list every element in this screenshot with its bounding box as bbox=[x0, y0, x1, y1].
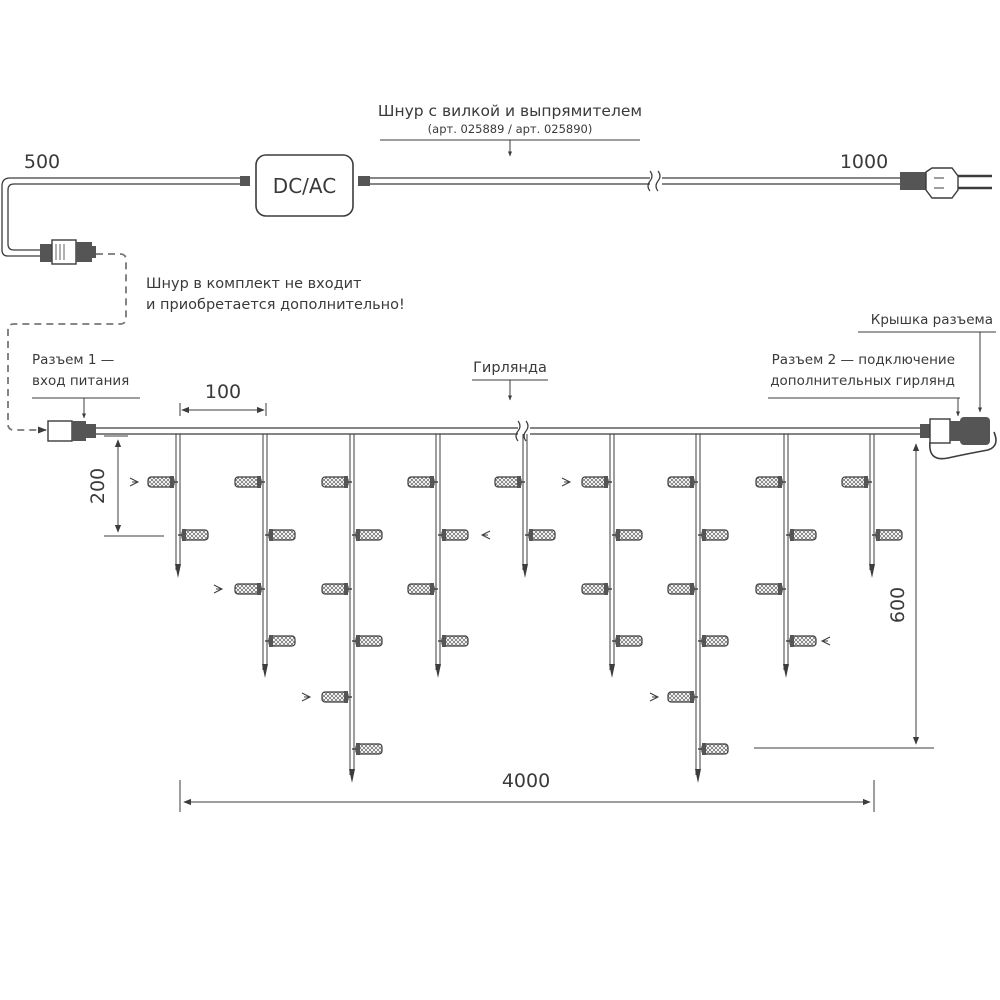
cord-plug-right bbox=[358, 176, 370, 186]
led-bulb-base bbox=[529, 529, 533, 541]
cord-article: (арт. 025889 / арт. 025890) bbox=[428, 122, 593, 136]
cord-connector bbox=[40, 239, 96, 265]
led-bulb-base bbox=[702, 635, 706, 647]
led-bulb-base bbox=[616, 529, 620, 541]
strand-tip bbox=[522, 564, 528, 578]
strand-wire bbox=[609, 434, 615, 670]
strand-tip bbox=[609, 664, 615, 678]
led-bulb-base bbox=[170, 476, 174, 488]
connector1-line1: Разъем 1 — bbox=[32, 352, 114, 368]
dim-4000-label: 4000 bbox=[502, 770, 550, 792]
strand-wire bbox=[783, 434, 789, 670]
bulb-pointer-arrow bbox=[301, 692, 312, 702]
cord-plug-left bbox=[240, 176, 250, 186]
led-bulb-base bbox=[356, 529, 360, 541]
connector-1 bbox=[47, 420, 96, 442]
bulb-pointer-arrow bbox=[213, 584, 224, 594]
bulb-pointer-arrow bbox=[129, 477, 140, 487]
dim-200-label: 200 bbox=[87, 468, 109, 504]
led-bulb-base bbox=[269, 635, 273, 647]
led-bulb-base bbox=[344, 583, 348, 595]
strand-wire bbox=[522, 434, 528, 570]
led-bulb-base bbox=[876, 529, 880, 541]
connector-2 bbox=[920, 417, 997, 460]
connector1-line2: вход питания bbox=[32, 373, 129, 389]
dim-1000-label: 1000 bbox=[840, 151, 888, 173]
led-bulb-base bbox=[864, 476, 868, 488]
led-bulb-base bbox=[690, 691, 694, 703]
led-bulb-base bbox=[269, 529, 273, 541]
cap-label: Крышка разъема bbox=[871, 312, 993, 328]
bulb-pointer-arrow bbox=[820, 636, 831, 646]
led-bulb-base bbox=[182, 529, 186, 541]
not-included-line1: Шнур в комплект не входит bbox=[146, 276, 362, 292]
led-bulb-base bbox=[442, 529, 446, 541]
led-bulb-base bbox=[356, 743, 360, 755]
led-bulb-base bbox=[790, 529, 794, 541]
strand-tip bbox=[175, 564, 181, 578]
strand-tip bbox=[349, 769, 355, 783]
led-bulb-base bbox=[778, 476, 782, 488]
led-bulb-base bbox=[604, 583, 608, 595]
connector2-line2: дополнительных гирлянд bbox=[770, 373, 955, 389]
led-bulb-base bbox=[344, 476, 348, 488]
strand-wire bbox=[175, 434, 181, 570]
led-bulb-base bbox=[356, 635, 360, 647]
power-cord: DC/AC bbox=[1, 154, 992, 265]
not-included-line2: и приобретается дополнительно! bbox=[146, 297, 405, 313]
strand-wire bbox=[435, 434, 441, 670]
rectifier-label: DC/AC bbox=[273, 174, 336, 198]
mains-plug bbox=[900, 167, 992, 199]
strand-wire bbox=[349, 434, 355, 775]
bulb-pointer-arrow bbox=[480, 530, 491, 540]
strand-tip bbox=[695, 769, 701, 783]
led-bulb-base bbox=[616, 635, 620, 647]
led-bulb-base bbox=[790, 635, 794, 647]
strand-wire bbox=[262, 434, 268, 670]
garland-label: Гирлянда bbox=[473, 360, 547, 376]
bulb-pointer-arrow bbox=[561, 477, 572, 487]
led-bulb-base bbox=[442, 635, 446, 647]
led-bulb-base bbox=[702, 743, 706, 755]
led-bulb-base bbox=[257, 583, 261, 595]
led-bulb-base bbox=[778, 583, 782, 595]
garland bbox=[47, 417, 997, 783]
led-bulb-base bbox=[604, 476, 608, 488]
connector2-line1: Разъем 2 — подключение bbox=[772, 352, 955, 368]
rectifier-box bbox=[255, 154, 354, 217]
strand-tip bbox=[262, 664, 268, 678]
dim-500-label: 500 bbox=[24, 151, 60, 173]
cord-title: Шнур с вилкой и выпрямителем bbox=[378, 102, 642, 120]
led-bulb-base bbox=[344, 691, 348, 703]
led-bulb-base bbox=[430, 583, 434, 595]
strand-wire bbox=[695, 434, 701, 775]
led-bulb-base bbox=[702, 529, 706, 541]
led-bulb-base bbox=[430, 476, 434, 488]
dashed-optional-cord bbox=[7, 253, 127, 434]
bulb-pointer-arrow bbox=[649, 692, 660, 702]
strand-tip bbox=[783, 664, 789, 678]
dim-600-label: 600 bbox=[887, 587, 909, 623]
led-bulb-base bbox=[257, 476, 261, 488]
strand-tip bbox=[435, 664, 441, 678]
led-bulb-base bbox=[517, 476, 521, 488]
led-bulb-base bbox=[690, 476, 694, 488]
strand-tip bbox=[869, 564, 875, 578]
led-bulb-base bbox=[690, 583, 694, 595]
dim-100-label: 100 bbox=[205, 381, 241, 403]
strand-wire bbox=[869, 434, 875, 570]
